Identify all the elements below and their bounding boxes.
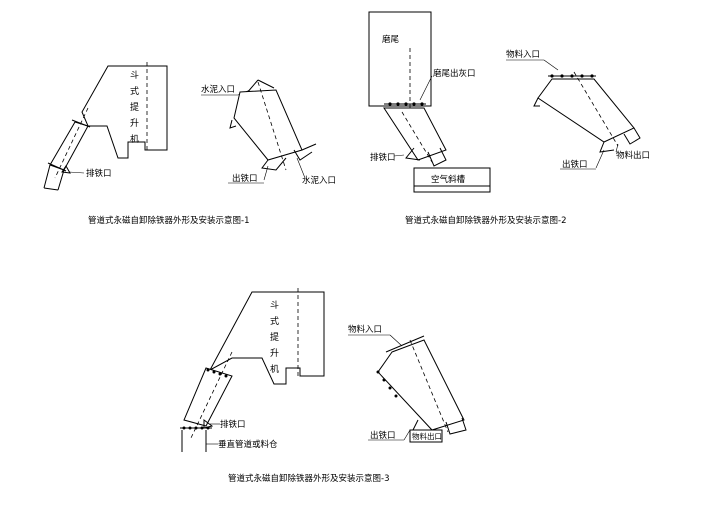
fig2-iron-outlet-leader bbox=[393, 154, 405, 157]
fig1-cement-in2-leader bbox=[296, 157, 306, 179]
fig3-vertical-pipe-label: 垂直管道或料仓 bbox=[218, 439, 278, 450]
fig2-mill-ash-leader bbox=[419, 75, 433, 101]
fig3-material-out-spout bbox=[445, 417, 467, 435]
fig2-mill-tail-box bbox=[368, 11, 432, 107]
fig2-separator-centerline bbox=[401, 111, 433, 163]
fig3-material-in-label: 物料入口 bbox=[348, 324, 382, 335]
fig2-iron-out-leader bbox=[595, 149, 605, 169]
fig1-pipe-centerline bbox=[54, 107, 89, 179]
fig1-separator-pipe bbox=[49, 121, 89, 171]
fig3-flange-bolts bbox=[206, 368, 228, 378]
fig2-separator-body bbox=[383, 107, 447, 161]
fig3-separator-pipe bbox=[183, 367, 233, 427]
fig1-elevator-body bbox=[81, 65, 168, 159]
fig2-material-in-label: 物料入口 bbox=[506, 49, 540, 60]
fig3-elevator-char-1: 斗 bbox=[270, 300, 279, 311]
fig2-material-in-leader bbox=[543, 59, 559, 71]
fig3-material-in-leader bbox=[389, 334, 403, 347]
fig3-elevator-char-5: 机 bbox=[270, 363, 279, 375]
fig3-material-out-box bbox=[409, 429, 443, 443]
fig1-iron-out-spout bbox=[261, 157, 287, 171]
fig3-iron-outlet-port bbox=[203, 419, 214, 429]
fig2-top-bolts bbox=[550, 74, 594, 78]
fig3-iron-outlet-label: 排铁口 bbox=[220, 419, 246, 430]
fig2-air-chute-label: 空气斜槽 bbox=[431, 174, 466, 185]
fig1-elevator-char-3: 提 bbox=[130, 102, 139, 113]
fig2-material-diagram: 物料入口 出铁口 物料出口 bbox=[506, 49, 650, 170]
fig2-iron-out-spout bbox=[599, 141, 615, 153]
fig2-side-flange bbox=[533, 97, 540, 107]
fig1-iron-out-label: 出铁口 bbox=[232, 173, 258, 184]
fig2-material-out-leader bbox=[615, 143, 619, 153]
fig2-material-out-label: 物料出口 bbox=[616, 150, 650, 161]
fig3-iron-out-label: 出铁口 bbox=[370, 430, 396, 441]
fig1-separator-centerline bbox=[257, 81, 287, 171]
fig3-elevator-char-4: 升 bbox=[270, 348, 279, 359]
fig3-material-centerline bbox=[409, 339, 449, 433]
fig2-chute-inlet bbox=[427, 147, 447, 167]
fig2-flange-bolts bbox=[388, 102, 424, 106]
fig2-iron-outlet-spout bbox=[405, 147, 421, 161]
fig2-iron-out-label: 出铁口 bbox=[562, 159, 588, 170]
fig2-material-centerline bbox=[573, 71, 619, 147]
fig2-separator-body bbox=[537, 78, 635, 143]
fig3-caption: 管道式永磁自卸除铁器外形及安装示意图-3 bbox=[228, 473, 389, 484]
fig1-separator-diagram: 水泥入口 出铁口 水泥入口 bbox=[201, 79, 336, 186]
fig3-bottom-bolts bbox=[182, 426, 210, 430]
fig1-elevator-char-2: 式 bbox=[130, 85, 139, 97]
fig2-mill-ash-label: 磨尾出灰口 bbox=[433, 68, 476, 79]
fig3-elevator-body bbox=[208, 291, 325, 385]
fig1-iron-outlet-leader bbox=[68, 171, 85, 174]
fig1-out-duct bbox=[301, 143, 317, 151]
fig3-material-out-label: 物料出口 bbox=[412, 431, 442, 441]
fig3-elevator-char-2: 式 bbox=[270, 315, 279, 327]
fig2-material-out-spout bbox=[623, 127, 641, 145]
fig3-iron-out-leader bbox=[403, 429, 411, 441]
fig2-mill-diagram: 磨尾 磨尾出灰口 排铁口 空气斜槽 bbox=[368, 11, 491, 193]
fig3-material-diagram: 物料入口 出铁口 物料出口 bbox=[348, 324, 467, 443]
fig1-material-out-spout bbox=[293, 149, 313, 161]
fig1-side-flange bbox=[229, 119, 237, 129]
fig3-top-flange bbox=[385, 335, 425, 353]
fig3-elevator-char-3: 提 bbox=[270, 332, 279, 343]
fig3-vertical-pipe bbox=[181, 430, 207, 452]
fig2-air-chute bbox=[413, 167, 491, 193]
fig1-iron-outlet-port bbox=[61, 165, 71, 174]
fig1-elevator-char-5: 机 bbox=[130, 133, 139, 145]
fig1-elevator-char-4: 升 bbox=[130, 118, 139, 129]
fig2-caption: 管道式永磁自卸除铁器外形及安装示意图-2 bbox=[405, 215, 566, 226]
fig1-elevator-diagram: 斗 式 提 升 机 排铁口 bbox=[43, 62, 168, 191]
fig1-caption: 管道式永磁自卸除铁器外形及安装示意图-1 bbox=[88, 215, 249, 226]
fig3-side-bolts bbox=[376, 370, 398, 398]
fig1-lower-pipe bbox=[43, 164, 65, 191]
fig1-elevator-char-1: 斗 bbox=[130, 70, 139, 81]
fig3-separator-body bbox=[377, 339, 465, 431]
fig1-cement-inlet-label: 水泥入口 bbox=[201, 84, 235, 95]
fig1-separator-body bbox=[233, 89, 303, 161]
fig1-iron-out-leader bbox=[263, 165, 269, 181]
fig1-iron-outlet-label: 排铁口 bbox=[86, 168, 112, 179]
fig3-pipe-centerline bbox=[189, 351, 233, 441]
fig1-cement-in2-label: 水泥入口 bbox=[302, 175, 336, 186]
fig2-iron-outlet-label: 排铁口 bbox=[370, 152, 396, 163]
fig3-elevator-diagram: 斗 式 提 升 机 排铁口 垂直管道或料仓 bbox=[180, 288, 325, 452]
fig2-mill-tail-label: 磨尾 bbox=[382, 34, 400, 45]
